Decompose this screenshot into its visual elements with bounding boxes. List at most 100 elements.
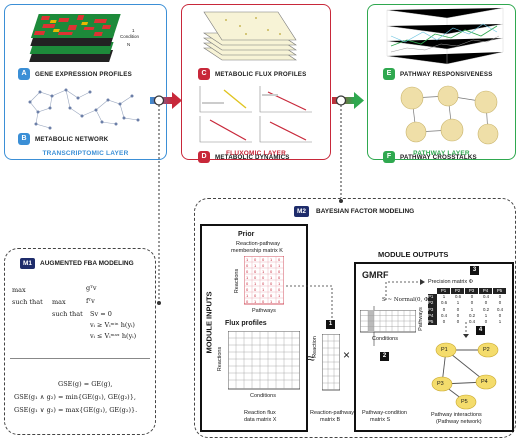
svg-text:0: 0	[254, 275, 257, 280]
svg-text:0: 0	[278, 275, 281, 280]
pathway-responsiveness-plot	[386, 7, 504, 65]
arrow-head-1	[172, 92, 182, 109]
prior-pathways-axis: Pathways	[252, 308, 276, 314]
svg-text:1: 1	[246, 293, 249, 298]
svg-text:0: 0	[246, 287, 249, 292]
flux-caption-2: data matrix X	[244, 417, 277, 423]
node-p2: P2	[483, 347, 490, 353]
phi-row: P4 0.4 0 0.2 1 0	[428, 312, 502, 320]
fba-steady-state: Sv = 0	[90, 310, 112, 318]
badge-c: C	[198, 68, 210, 80]
step-1-badge: 1	[326, 320, 335, 329]
phi-row: P5 0 0 0.4 0 1	[428, 319, 502, 326]
svg-text:0: 0	[262, 299, 265, 304]
m1-divider	[10, 358, 150, 359]
step-3-badge: 3	[470, 266, 479, 275]
phi-header-row: P1 P2 P3 P4 P5	[428, 288, 507, 295]
svg-text:0: 0	[270, 287, 273, 292]
svg-text:1: 1	[246, 257, 249, 262]
module-inputs-box	[200, 224, 308, 432]
phi-header: P2	[451, 288, 464, 295]
transcriptomic-layer: TRANSCRIPTOMIC LAYER	[4, 4, 167, 160]
m2-badge: M2	[294, 206, 310, 217]
svg-text:1: 1	[254, 281, 257, 286]
fba-such-that-1: such that	[12, 298, 43, 306]
fluxomic-layer-title: FLUXOMIC LAYER	[226, 150, 286, 157]
precision-matrix-table: P1 P2 P3 P4 P5 P1 1 0.6 0 0.4 0 P2 0.6 1…	[428, 288, 507, 326]
gmrf-title: GMRF	[362, 270, 389, 280]
metabolic-dynamics-image	[199, 86, 312, 143]
fba-upper-bound: vᵢ ≤ Vᵢᵐᵃˣ h(yᵢ)	[90, 332, 137, 340]
gene-expression-stack-image	[29, 14, 121, 62]
svg-text:1: 1	[246, 275, 249, 280]
reaction-pathway-matrix-b	[322, 334, 340, 391]
svg-text:0: 0	[270, 281, 273, 286]
gse-rule-3: GSE(g₁ ∨ g₂) = max{GE(g₁), GE(g₂)}.	[14, 406, 138, 414]
fba-max-1: max	[12, 286, 26, 294]
b-caption-2: matrix B	[320, 417, 341, 423]
step-2-badge: 2	[380, 352, 389, 361]
prior-subtitle-2: membership matrix K	[231, 248, 283, 254]
times-symbol: ×	[343, 348, 351, 362]
svg-text:0: 0	[278, 299, 281, 304]
axis-n-label: N	[127, 42, 131, 47]
flux-profiles-stack-image	[203, 11, 297, 61]
phi-header: P5	[493, 288, 506, 295]
svg-text:0: 0	[270, 293, 273, 298]
badge-e: E	[383, 68, 395, 80]
metabolic-dynamics-label: METABOLIC DYNAMICS	[215, 154, 290, 161]
condition-axis-label: Condition	[120, 34, 140, 39]
gse-rule-2: GSE(g₁ ∧ g₂) = min{GE(g₁), GE(g₂)},	[14, 393, 136, 401]
pathway-layer: PATHWAY LAYER	[367, 4, 516, 160]
svg-text:0: 0	[262, 281, 265, 286]
pathway-responsiveness-label: PATHWAY RESPONSIVENESS	[400, 71, 493, 78]
fba-objective-2: fᵀv	[86, 297, 95, 305]
svg-text:0: 0	[262, 257, 265, 262]
svg-text:0: 0	[246, 269, 249, 274]
axis-one-label: 1	[132, 28, 135, 33]
phi-row: P1 1 0.6 0 0.4 0	[428, 294, 502, 301]
badge-f: F	[383, 151, 395, 163]
svg-text:1: 1	[270, 257, 273, 262]
network-caption-2: (Pathway network)	[436, 419, 482, 425]
fba-objective-1: gᵀv	[86, 284, 97, 292]
approx-symbol: ≈	[307, 350, 315, 366]
m1-augmented-fba-box	[4, 248, 156, 435]
network-caption-1: Pathway interactions	[431, 412, 482, 418]
svg-text:1: 1	[270, 275, 273, 280]
svg-text:1: 1	[278, 281, 281, 286]
gse-rule-1: GSE(g) = GE(g),	[58, 380, 113, 388]
svg-text:1: 1	[254, 263, 257, 268]
pathway-crosstalks-label: PATHWAY CROSSTALKS	[400, 154, 477, 161]
svg-text:1: 1	[262, 287, 265, 292]
flux-profiles-label: METABOLIC FLUX PROFILES	[215, 71, 307, 78]
svg-text:1: 1	[270, 299, 273, 304]
svg-text:0: 0	[278, 257, 281, 262]
s-distribution-formula: S ~ Normal(0, Φ⁻¹)	[382, 297, 436, 303]
fba-such-that-2: such that	[52, 310, 83, 318]
svg-text:0: 0	[254, 269, 257, 274]
badge-b: B	[18, 133, 30, 145]
phi-row: P3 0 0 1 0.2 0.4	[428, 306, 504, 313]
svg-text:0: 0	[270, 269, 273, 274]
pathway-interaction-network	[431, 342, 499, 410]
svg-text:1: 1	[254, 299, 257, 304]
badge-a: A	[18, 68, 30, 80]
precision-matrix-label: Precision matrix Φ	[428, 279, 474, 285]
gene-expression-label: GENE EXPRESSION PROFILES	[35, 71, 132, 78]
pathway-crosstalk-network	[400, 85, 499, 145]
m2-bayesian-factor-box	[194, 198, 516, 438]
svg-text:0: 0	[278, 287, 281, 292]
node-p5: P5	[461, 399, 468, 405]
m1-badge: M1	[20, 258, 36, 269]
phi-row: P2 0.6 1 0 0 0	[428, 300, 502, 307]
svg-text:0: 0	[254, 293, 257, 298]
svg-text:0: 0	[246, 281, 249, 286]
flux-profiles-title: Flux profiles	[225, 320, 267, 327]
m1-title: AUGMENTED FBA MODELING	[40, 260, 134, 267]
phi-header: P3	[465, 288, 478, 295]
svg-text:0: 0	[246, 263, 249, 268]
svg-text:1: 1	[278, 293, 281, 298]
